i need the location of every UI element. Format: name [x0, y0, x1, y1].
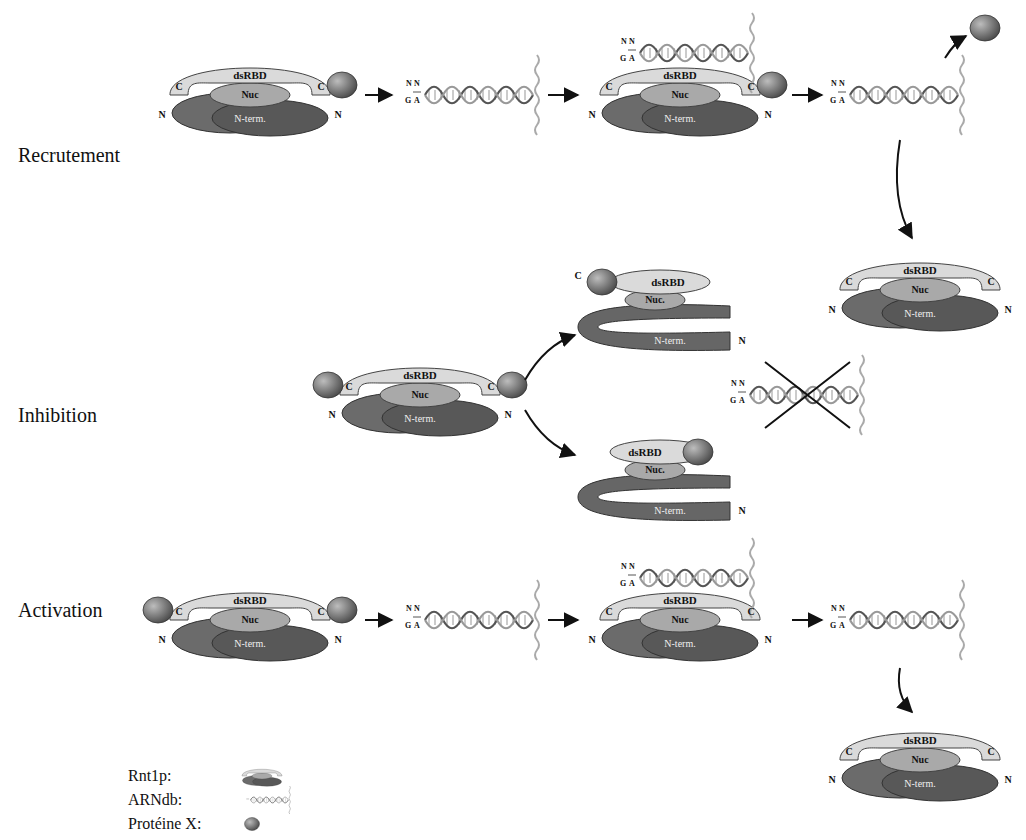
base-letter: G	[730, 397, 736, 405]
domain-label: N-term.	[234, 114, 265, 124]
domain-label: dsRBD	[903, 735, 937, 746]
domain-label: N	[158, 635, 165, 645]
domain-label: dsRBD	[233, 70, 267, 81]
domain-label: N	[738, 336, 745, 346]
row-title: Activation	[18, 600, 102, 620]
base-letter: N	[406, 605, 412, 613]
domain-label: N	[1004, 305, 1011, 315]
domain-label: C	[987, 277, 994, 287]
base-letter: G	[405, 622, 411, 630]
base-letter: G	[405, 97, 411, 105]
domain-label: N-term.	[904, 779, 935, 789]
base-letter: N	[621, 563, 627, 571]
domain-label: N	[1004, 775, 1011, 785]
base-letter: N	[406, 80, 412, 88]
base-letter: G	[620, 580, 626, 588]
domain-label: C	[345, 382, 352, 392]
domain-label: C	[845, 747, 852, 757]
domain-label: N	[764, 110, 771, 120]
base-letter: A	[629, 580, 635, 588]
domain-label: N-term.	[904, 309, 935, 319]
domain-label: C	[317, 82, 324, 92]
base-letter: N	[621, 38, 627, 46]
domain-label: Nuc	[411, 390, 428, 400]
domain-label: Nuc	[911, 285, 928, 295]
domain-label: N	[828, 305, 835, 315]
domain-label: dsRBD	[663, 70, 697, 81]
domain-label: C	[175, 82, 182, 92]
domain-label: N	[504, 410, 511, 420]
domain-label: N	[334, 635, 341, 645]
legend-text: ARNdb:	[128, 791, 182, 809]
base-letter: N	[731, 380, 737, 388]
domain-label: dsRBD	[651, 277, 685, 288]
domain-label: Nuc	[671, 90, 688, 100]
domain-label: C	[175, 607, 182, 617]
domain-label: N	[158, 110, 165, 120]
base-letter: N	[629, 38, 635, 46]
base-letter: A	[414, 622, 420, 630]
base-letter: G	[830, 97, 836, 105]
domain-label: dsRBD	[903, 265, 937, 276]
row-title: Inhibition	[18, 405, 97, 425]
domain-label: C	[987, 747, 994, 757]
domain-label: N-term.	[664, 114, 695, 124]
base-letter: A	[839, 622, 845, 630]
base-letter: N	[739, 380, 745, 388]
base-letter: N	[839, 80, 845, 88]
base-letter: G	[830, 622, 836, 630]
domain-label: C	[605, 82, 612, 92]
base-letter: N	[414, 605, 420, 613]
domain-label: N	[588, 635, 595, 645]
domain-label: Nuc.	[645, 295, 665, 305]
domain-label: dsRBD	[628, 447, 662, 458]
domain-label: N	[334, 110, 341, 120]
base-letter: N	[629, 563, 635, 571]
base-letter: N	[831, 80, 837, 88]
domain-label: C	[574, 271, 581, 281]
domain-label: N-term.	[404, 414, 435, 424]
domain-label: Nuc.	[645, 465, 665, 475]
domain-label: dsRBD	[233, 595, 267, 606]
base-letter: A	[414, 97, 420, 105]
domain-label: Nuc	[241, 615, 258, 625]
legend-text: Rnt1p:	[128, 767, 172, 785]
domain-label: C	[845, 277, 852, 287]
domain-label: Nuc	[241, 90, 258, 100]
domain-label: Nuc	[911, 755, 928, 765]
legend-text: Protéine X:	[128, 815, 201, 833]
domain-label: dsRBD	[663, 595, 697, 606]
row-title: Recrutement	[18, 145, 120, 165]
domain-label: N	[764, 635, 771, 645]
domain-label: N	[588, 110, 595, 120]
domain-label: N	[828, 775, 835, 785]
base-letter: N	[831, 605, 837, 613]
base-letter: N	[839, 605, 845, 613]
base-letter: N	[414, 80, 420, 88]
domain-label: N-term.	[664, 639, 695, 649]
domain-label: C	[747, 607, 754, 617]
base-letter: A	[839, 97, 845, 105]
domain-label: N	[738, 506, 745, 516]
domain-label: C	[317, 607, 324, 617]
domain-label: C	[747, 82, 754, 92]
domain-label: C	[605, 607, 612, 617]
domain-label: N-term.	[654, 506, 685, 516]
base-letter: G	[620, 55, 626, 63]
base-letter: A	[629, 55, 635, 63]
domain-label: C	[487, 382, 494, 392]
domain-label: N-term.	[234, 639, 265, 649]
domain-label: N	[328, 410, 335, 420]
domain-label: Nuc	[671, 615, 688, 625]
base-letter: A	[739, 397, 745, 405]
domain-label: N-term.	[654, 336, 685, 346]
domain-label: dsRBD	[403, 370, 437, 381]
